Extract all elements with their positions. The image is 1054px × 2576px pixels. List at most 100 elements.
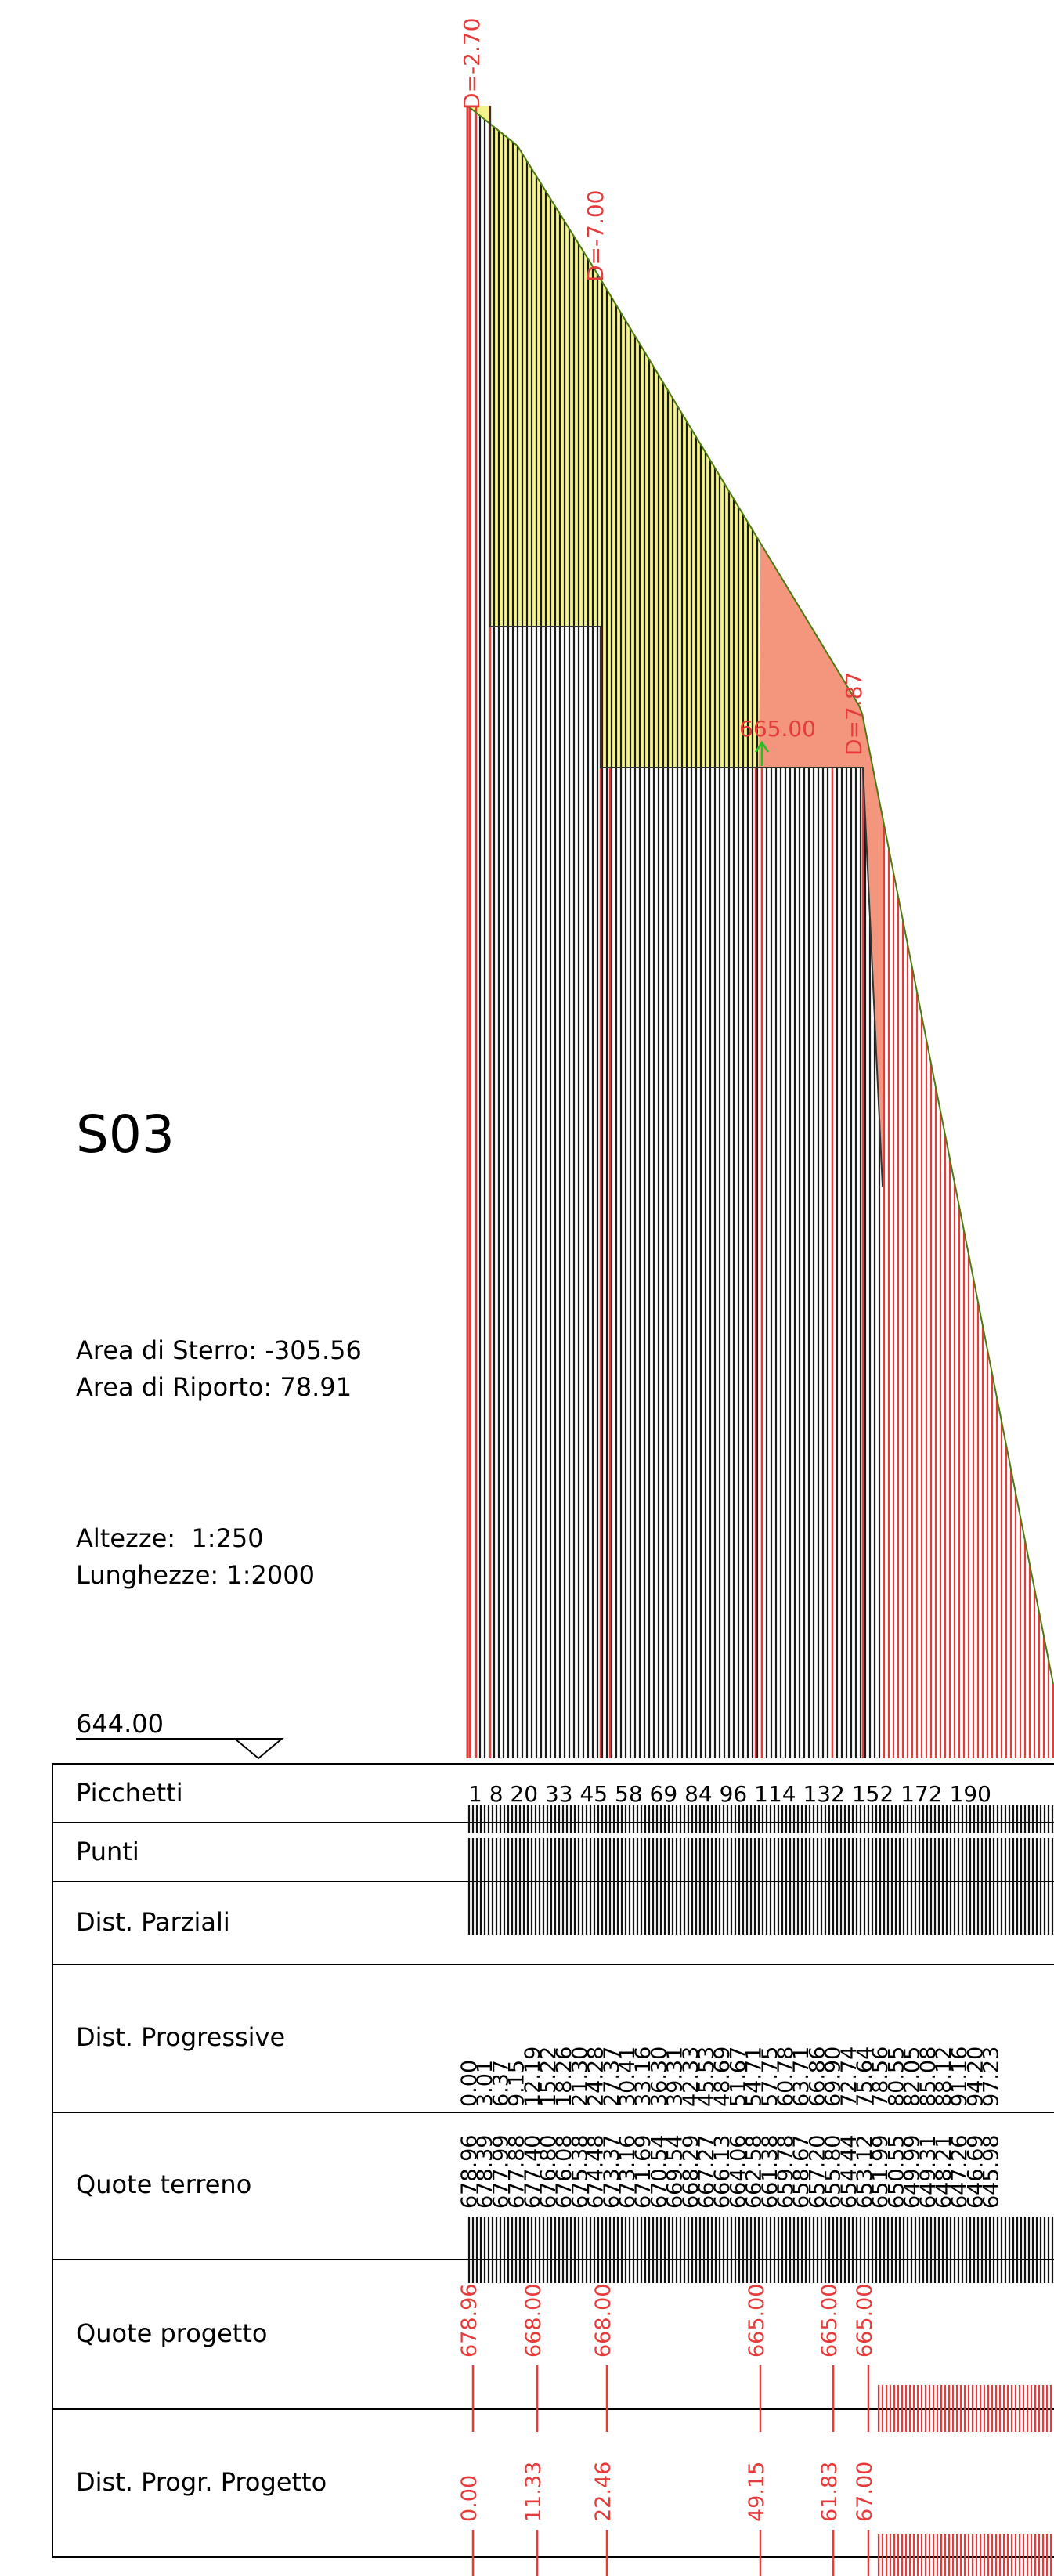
quota-progetto: 665.00	[745, 2284, 769, 2357]
dist-progressive: 30.41	[615, 2047, 640, 2107]
area-riporto-value: 78.91	[280, 1372, 352, 1402]
dist-progressive: 75.64	[853, 2047, 877, 2107]
quota-progetto: 665.00	[853, 2284, 877, 2357]
design-line	[489, 106, 883, 1187]
quota-terreno: 673.37	[600, 2135, 624, 2209]
station-lines-fill	[883, 825, 1054, 1758]
station-lines	[469, 108, 881, 1758]
quota-terreno: 646.69	[963, 2135, 987, 2209]
quota-terreno: 658.67	[789, 2135, 814, 2209]
dist-progr-progetto: 67.00	[853, 2462, 877, 2522]
row-label: Punti	[76, 1837, 139, 1866]
quota-terreno: 666.13	[710, 2135, 735, 2209]
quota-terreno: 649.99	[901, 2135, 925, 2209]
scale-lengths-label: Lunghezze:	[76, 1560, 219, 1590]
area-sterro-label: Area di Sterro:	[76, 1335, 258, 1365]
quota-terreno: 677.40	[521, 2135, 545, 2209]
quota-terreno: 649.31	[916, 2135, 940, 2209]
quota-terreno: 650.55	[884, 2135, 908, 2209]
row-label: Dist. Progr. Progetto	[76, 2467, 327, 2497]
dist-progressive: 72.74	[837, 2047, 861, 2107]
terreno-ticks	[467, 2217, 1054, 2283]
elevation-arrow	[754, 740, 770, 766]
dist-progressive: 78.56	[868, 2047, 893, 2107]
quota-terreno: 659.78	[774, 2135, 798, 2209]
fill-ticks	[877, 2385, 1052, 2576]
quota-terreno: 676.80	[536, 2135, 561, 2209]
area-sterro-value: -305.56	[265, 1335, 362, 1365]
scale-lengths: Lunghezze: 1:2000	[76, 1560, 315, 1590]
quota-terreno: 677.99	[489, 2135, 513, 2209]
dist-progressive: 9.15	[505, 2060, 529, 2107]
quota-terreno: 647.26	[948, 2135, 972, 2209]
dist-progr-progetto: 0.00	[457, 2475, 482, 2522]
dist-progressive: 12.19	[521, 2047, 545, 2107]
quota-terreno: 677.88	[505, 2135, 529, 2209]
quota-terreno: 674.48	[584, 2135, 608, 2209]
quota-terreno: 655.80	[821, 2135, 846, 2209]
quota-terreno: 651.99	[868, 2135, 893, 2209]
row-label: Dist. Parziali	[76, 1907, 230, 1937]
dist-progressive: 15.22	[536, 2047, 561, 2107]
dist-progressive: 33.16	[631, 2047, 655, 2107]
annotation-d2: D=-7.00	[583, 190, 608, 282]
dist-progressive: 94.20	[963, 2047, 987, 2107]
area-sterro: Area di Sterro: -305.56	[76, 1335, 362, 1365]
dist-progressive: 0.00	[457, 2060, 482, 2107]
dist-progressive: 97.23	[980, 2047, 1004, 2107]
annotation-d1: D=-2.70	[459, 18, 485, 110]
quota-terreno: 668.29	[679, 2135, 703, 2209]
scale-heights: Altezze: 1:250	[76, 1523, 264, 1553]
dist-progressive: 3.01	[473, 2060, 497, 2107]
dist-progressive: 63.71	[789, 2047, 814, 2107]
quota-terreno: 676.08	[552, 2135, 576, 2209]
quota-terreno: 678.96	[457, 2135, 482, 2209]
row-label: Quote progetto	[76, 2318, 267, 2348]
quota-terreno: 657.20	[805, 2135, 829, 2209]
area-riporto-label: Area di Riporto:	[76, 1372, 273, 1402]
dist-progressive: 48.69	[710, 2047, 735, 2107]
quota-progetto: 668.00	[591, 2284, 615, 2357]
quota-terreno: 645.98	[980, 2135, 1004, 2209]
datum-elevation: 644.00	[76, 1709, 164, 1739]
terrain-line	[467, 105, 1054, 1685]
dist-progressive: 91.16	[948, 2047, 972, 2107]
dist-progr-progetto: 61.83	[818, 2462, 842, 2522]
datum-triangle	[233, 1738, 284, 1760]
dist-progr-progetto: 22.46	[591, 2462, 615, 2522]
picchetti-values: 1 8 20 33 45 58 69 84 96 114 132 152 172…	[468, 1781, 991, 1807]
dist-progressive: 88.12	[932, 2047, 956, 2107]
dist-progressive: 21.30	[568, 2047, 592, 2107]
dist-progr-progetto: 49.15	[745, 2462, 769, 2522]
quota-terreno: 661.38	[758, 2135, 782, 2209]
dist-progr-progetto: 11.33	[522, 2462, 546, 2522]
dist-progressive: 42.33	[679, 2047, 703, 2107]
quota-terreno: 678.39	[473, 2135, 497, 2209]
quota-terreno: 673.16	[615, 2135, 640, 2209]
dist-progressive: 82.05	[901, 2047, 925, 2107]
dist-progressive: 80.55	[884, 2047, 908, 2107]
area-riporto: Area di Riporto: 78.91	[76, 1372, 352, 1402]
quota-progetto: 678.96	[457, 2284, 482, 2357]
dist-progressive: 57.75	[758, 2047, 782, 2107]
annotation-d3: D=7.87	[841, 672, 867, 756]
dist-progressive: 69.90	[821, 2047, 846, 2107]
quota-progetto: 668.00	[522, 2284, 546, 2357]
quota-terreno: 648.21	[932, 2135, 956, 2209]
dist-progressive: 54.71	[742, 2047, 767, 2107]
quota-terreno: 675.38	[568, 2135, 592, 2209]
quota-terreno: 664.06	[726, 2135, 750, 2209]
quota-terreno: 671.69	[631, 2135, 655, 2209]
annotation-elevation: 665.00	[739, 716, 816, 742]
quota-terreno: 653.12	[853, 2135, 877, 2209]
dist-progressive: 39.31	[663, 2047, 688, 2107]
scale-lengths-value: 1:2000	[226, 1560, 315, 1590]
section-title: S03	[76, 1104, 175, 1165]
row-label: Picchetti	[76, 1778, 183, 1808]
dist-progressive: 85.08	[916, 2047, 940, 2107]
row-label: Dist. Progressive	[76, 2022, 285, 2052]
dist-progressive: 66.86	[805, 2047, 829, 2107]
quota-progetto: 665.00	[818, 2284, 842, 2357]
dist-progressive: 27.37	[600, 2047, 624, 2107]
